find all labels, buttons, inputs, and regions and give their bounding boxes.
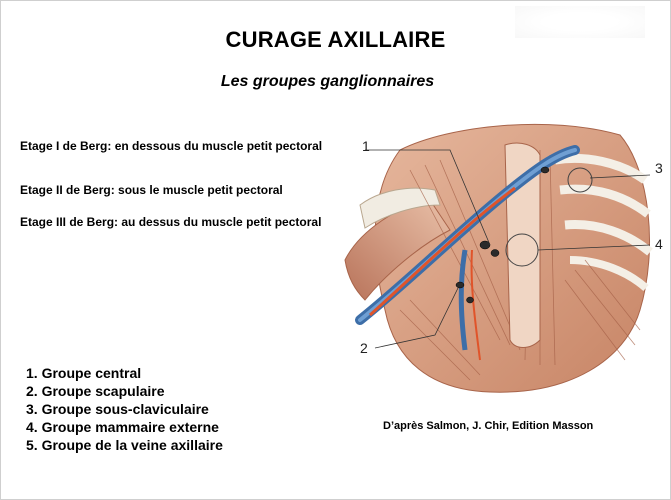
callout-3: 3 <box>655 160 663 176</box>
node-group-item: 2. Groupe scapulaire <box>26 383 165 399</box>
node-group-item: 5. Groupe de la veine axillaire <box>26 437 223 453</box>
berg-level-1: Etage I de Berg: en dessous du muscle pe… <box>20 139 323 153</box>
berg-level-2: Etage II de Berg: sous le muscle petit p… <box>20 183 283 197</box>
corner-glare <box>515 6 645 38</box>
figure-credit: D’après Salmon, J. Chir, Edition Masson <box>383 420 594 432</box>
axilla-illustration <box>340 110 665 405</box>
berg-level-3: Etage III de Berg: au dessus du muscle p… <box>20 215 322 229</box>
node-group-item: 4. Groupe mammaire externe <box>26 419 219 435</box>
node-group-item: 3. Groupe sous-claviculaire <box>26 401 209 417</box>
callout-2: 2 <box>360 340 368 356</box>
slide-subtitle: Les groupes ganglionnaires <box>220 73 435 90</box>
callout-1: 1 <box>362 138 370 154</box>
node-group-list: 1. Groupe central 2. Groupe scapulaire 3… <box>26 364 223 454</box>
slide-title: CURAGE AXILLAIRE <box>225 27 446 52</box>
node-group-item: 1. Groupe central <box>26 365 142 381</box>
axilla-anatomy-figure <box>344 123 653 393</box>
callout-4: 4 <box>655 236 663 252</box>
